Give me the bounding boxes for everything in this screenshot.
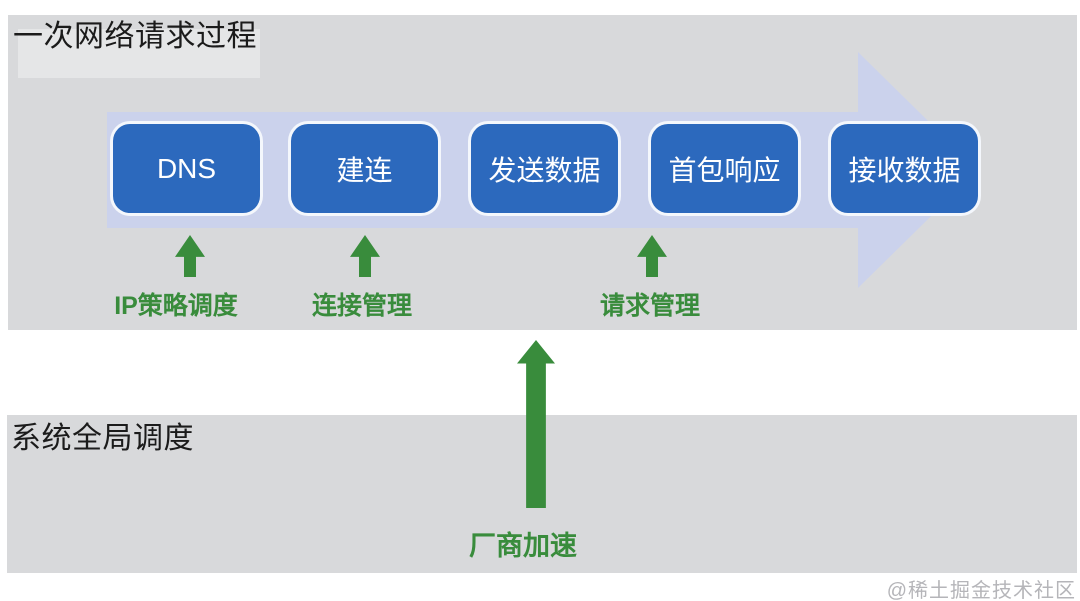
step-first-packet-response-label: 首包响应 (668, 154, 781, 186)
step-first-packet-response: 首包响应 (648, 121, 801, 216)
system-section-title: 系统全局调度 (11, 422, 194, 455)
step-connect-label: 建连 (336, 154, 393, 186)
annotation-vendor-acceleration: 厂商加速 (469, 531, 577, 561)
step-send-data-label: 发送数据 (488, 154, 601, 186)
step-send-data: 发送数据 (468, 121, 621, 216)
annotation-ip-policy-scheduling: IP策略调度 (114, 292, 238, 320)
watermark: @稀土掘金技术社区 (886, 580, 1076, 601)
annotation-request-management: 请求管理 (599, 292, 701, 320)
annotation-connection-management: 连接管理 (311, 292, 413, 320)
step-dns: DNS (110, 121, 263, 216)
step-receive-data: 接收数据 (828, 121, 981, 216)
step-connect: 建连 (288, 121, 441, 216)
request-section-title: 一次网络请求过程 (13, 20, 257, 53)
step-dns-label: DNS (156, 152, 217, 184)
title-highlight (18, 29, 260, 78)
step-receive-data-label: 接收数据 (848, 154, 961, 186)
